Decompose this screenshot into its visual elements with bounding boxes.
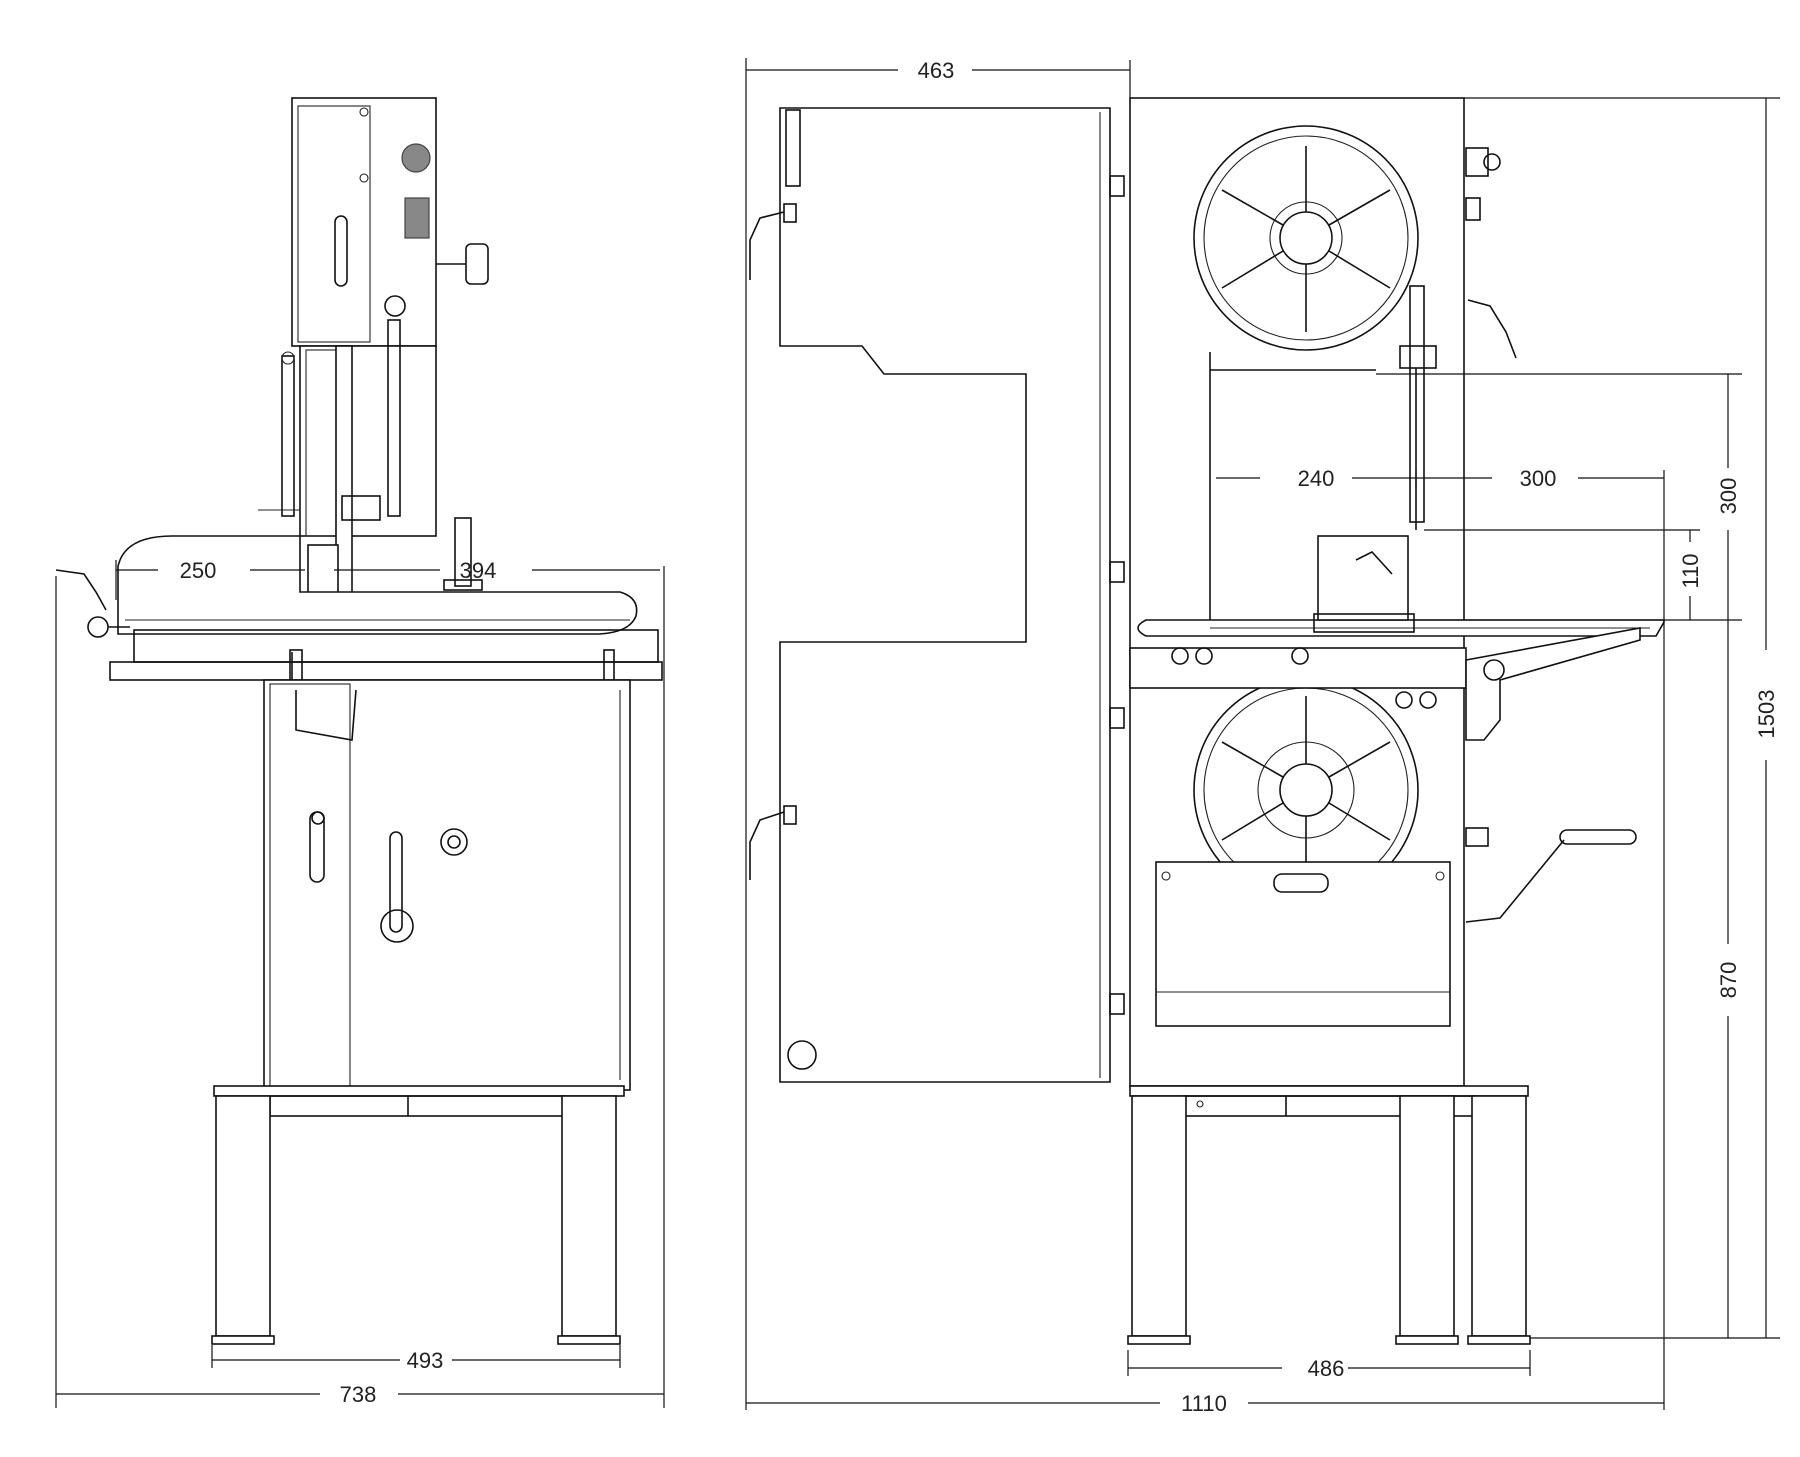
dim-table-height: 870 <box>1716 962 1741 999</box>
side-indicator-light <box>401 143 431 173</box>
dim-cut-width: 240 <box>1298 466 1335 491</box>
front-leg-middle <box>1399 1095 1455 1337</box>
dim-table-depth: 394 <box>460 558 497 583</box>
front-open-door <box>779 107 1111 1083</box>
dim-throat-depth: 250 <box>180 558 217 583</box>
side-switch-panel <box>404 197 430 239</box>
front-crank-handle <box>1465 839 1565 923</box>
dim-overall-depth: 738 <box>340 1382 377 1407</box>
dimension-lines <box>55 58 1780 1410</box>
dim-overall-height: 1503 <box>1754 690 1779 739</box>
front-view <box>749 97 1665 1345</box>
dim-guide-gap: 110 <box>1678 553 1703 588</box>
dim-overall-width: 1110 <box>1181 1391 1227 1416</box>
dim-wheel-offset: 300 <box>1520 466 1557 491</box>
side-view <box>55 97 663 1345</box>
dim-door-width: 463 <box>918 58 955 83</box>
dim-cut-height: 300 <box>1716 478 1741 515</box>
front-blade-guide <box>1409 285 1425 523</box>
front-base-plate <box>1129 1085 1529 1097</box>
front-lower-cover <box>1155 861 1451 1027</box>
dimension-labels: 250 394 493 738 463 240 300 486 1110 300… <box>180 58 1779 1416</box>
front-rail <box>1129 647 1467 689</box>
dim-side-base-width: 493 <box>407 1348 444 1373</box>
side-tension-knob <box>465 243 489 285</box>
side-cabinet <box>263 679 631 1091</box>
side-column <box>299 345 437 537</box>
front-upper-wheel <box>1193 125 1419 351</box>
side-leg-left <box>215 1095 271 1337</box>
side-rail <box>109 661 663 681</box>
front-tension-lever <box>1467 299 1517 359</box>
dim-front-base-width: 486 <box>1308 1356 1345 1381</box>
side-base-plate <box>213 1085 625 1097</box>
front-leg-left <box>1131 1095 1187 1337</box>
front-leg-right <box>1471 1095 1527 1337</box>
side-work-table <box>117 535 638 635</box>
side-leg-right <box>561 1095 617 1337</box>
